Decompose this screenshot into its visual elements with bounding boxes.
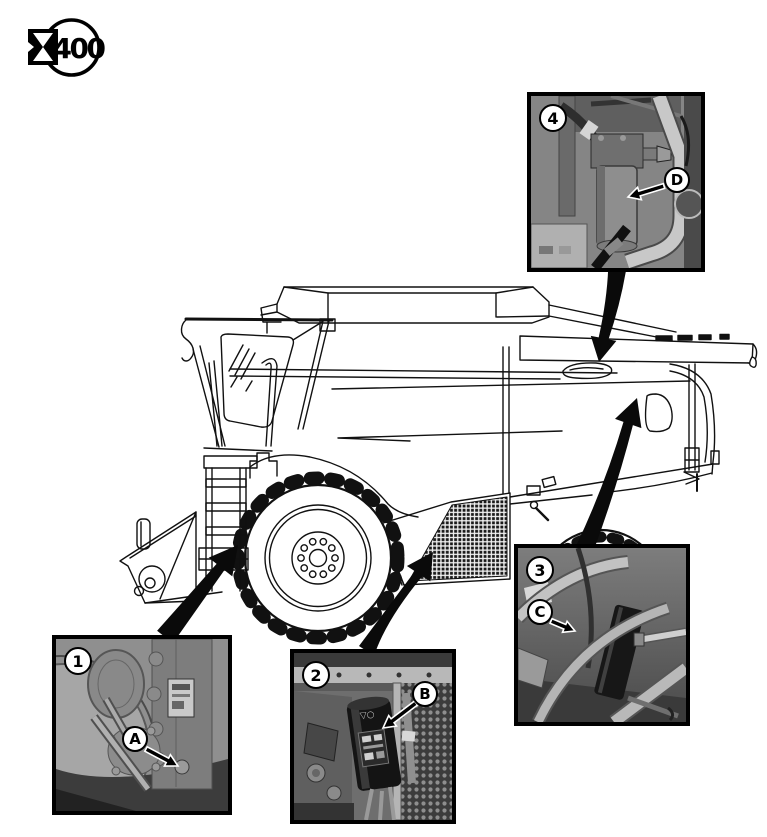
letter-D-arrow (626, 182, 666, 201)
inset-photo-3: 3 C (514, 544, 690, 726)
inset-photo-4: 4 D (527, 92, 705, 272)
hourglass-icon (28, 29, 58, 65)
inset-photo-1: 1 A (52, 635, 232, 815)
connector-arrow-2 (359, 552, 433, 656)
connector-arrow-4 (590, 268, 626, 362)
inset4-photo (531, 96, 701, 268)
callout-letter-C: C (527, 599, 553, 625)
letter-B-arrow (381, 699, 419, 730)
connector-arrow-1 (157, 545, 238, 644)
svg-text:▽○: ▽○ (359, 710, 375, 722)
callout-number-4: 4 (539, 104, 567, 132)
inset-photo-2: ▽○ 2 B (290, 649, 456, 824)
callout-letter-A: A (122, 726, 148, 752)
interval-hours: 400 (53, 32, 106, 65)
callout-number-2: 2 (302, 661, 330, 689)
connector-arrow-3 (576, 398, 642, 551)
callout-letter-D: D (664, 167, 690, 193)
callout-connector-arrows (157, 268, 642, 656)
callout-number-3: 3 (526, 556, 554, 584)
callout-letter-B: B (412, 681, 438, 707)
letter-A-arrow (143, 745, 180, 767)
letter-C-arrow (548, 617, 577, 634)
service-interval-icon: 400 (28, 18, 108, 77)
callout-number-1: 1 (64, 647, 92, 675)
